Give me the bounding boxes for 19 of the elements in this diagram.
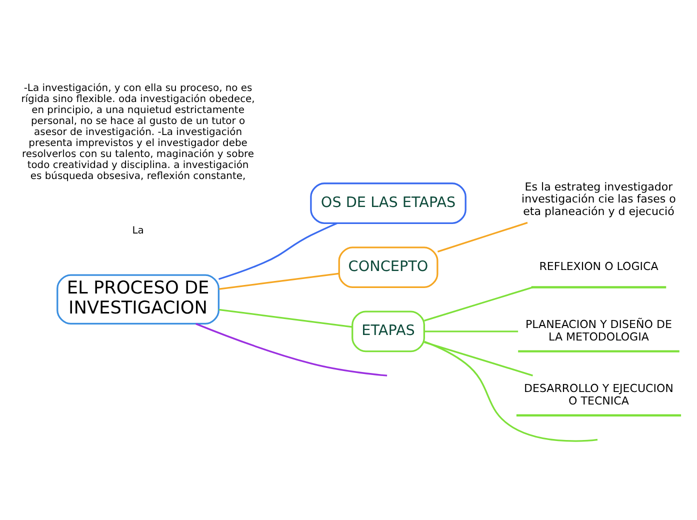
connector [424, 286, 533, 322]
node-box: CONCEPTO [338, 246, 438, 288]
node-box: ETAPAS [352, 310, 425, 352]
label: La [132, 225, 144, 236]
connector [424, 340, 598, 442]
node-text: REFLEXION O LOGICA [539, 260, 658, 274]
connector [437, 222, 528, 252]
connector [218, 308, 352, 328]
connector [218, 222, 338, 280]
connector [424, 341, 533, 376]
node-text: Es la estrateg investigador investigación cie las fases o eta planeación y d ejecució [522, 180, 676, 218]
connector [424, 330, 518, 332]
node-box: OS DE LAS ETAPAS [310, 182, 466, 224]
node-text: DESARROLLO Y EJECUCION O TECNICA [524, 382, 674, 408]
node-box: EL PROCESO DE INVESTIGACION [56, 274, 220, 325]
connector [218, 272, 340, 290]
node-text: PLANEACION Y DISEÑO DE LA METODOLOGIA [526, 318, 672, 344]
label: -La investigación, y con ella su proceso, no es rígida sino flexible. oda investigación obedece, en principio, a una nquietud estrictamente personal, no se hace al gusto de un tutor o asesor de investigación. -La investigación presenta imprevistos y el investigador debe resolverlos con su talento, maginación y sobre todo creatividad y disciplina. a investigación es búsqueda obsesiva, reflexión constante, [21, 82, 255, 182]
connector [196, 323, 388, 376]
